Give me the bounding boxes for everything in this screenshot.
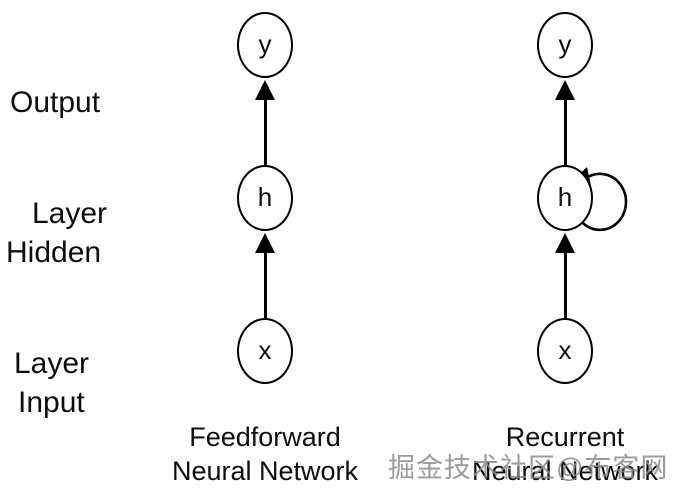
caption-recurrent: Recurrent Neural Network xyxy=(415,420,691,488)
layer-label-output-line1: Output xyxy=(10,86,101,119)
caption-feedforward-line2: Neural Network xyxy=(171,456,359,486)
arrowhead-icon xyxy=(255,80,275,100)
arrowhead-icon xyxy=(555,80,575,100)
edge-hidden-to-output-recurrent xyxy=(555,80,575,166)
node-label: x xyxy=(558,335,572,365)
arrowhead-icon xyxy=(255,233,275,253)
caption-recurrent-line2: Neural Network xyxy=(471,456,659,486)
node-hidden-h-recurrent[interactable]: h xyxy=(537,165,593,231)
edge-hidden-to-output-feedforward xyxy=(255,80,275,166)
arrowhead-icon xyxy=(555,233,575,253)
edge-input-to-hidden-feedforward xyxy=(255,233,275,319)
layer-label-hidden: Hidden Layer xyxy=(6,160,101,456)
edge-shaft xyxy=(563,247,567,319)
edge-input-to-hidden-recurrent xyxy=(555,233,575,319)
node-input-x-feedforward[interactable]: x xyxy=(237,318,293,384)
edge-shaft xyxy=(563,94,567,166)
layer-label-hidden-line2: Layer xyxy=(14,347,90,380)
node-hidden-h-feedforward[interactable]: h xyxy=(237,165,293,231)
node-output-y-feedforward[interactable]: y xyxy=(237,12,293,78)
node-output-y-recurrent[interactable]: y xyxy=(537,12,593,78)
edge-shaft xyxy=(263,247,267,319)
caption-feedforward-line1: Feedforward xyxy=(189,422,341,452)
layer-label-output: Output Layer xyxy=(10,10,107,306)
edge-shaft xyxy=(263,94,267,166)
node-label: h xyxy=(557,182,573,212)
network-recurrent: y h x xyxy=(415,0,691,500)
layer-label-output-line2: Layer xyxy=(32,197,108,230)
network-feedforward: y h x xyxy=(115,0,415,500)
layer-label-hidden-line1: Hidden xyxy=(6,236,102,269)
layer-label-input: Input Layer xyxy=(18,310,93,500)
caption-recurrent-line1: Recurrent xyxy=(505,422,625,452)
layer-label-input-line2: Layer xyxy=(18,495,93,500)
layer-label-input-line1: Input xyxy=(18,386,85,419)
node-label: y xyxy=(258,29,272,59)
node-label: y xyxy=(558,29,572,59)
node-label: h xyxy=(257,182,273,212)
node-input-x-recurrent[interactable]: x xyxy=(537,318,593,384)
caption-feedforward: Feedforward Neural Network xyxy=(115,420,415,488)
node-label: x xyxy=(258,335,272,365)
